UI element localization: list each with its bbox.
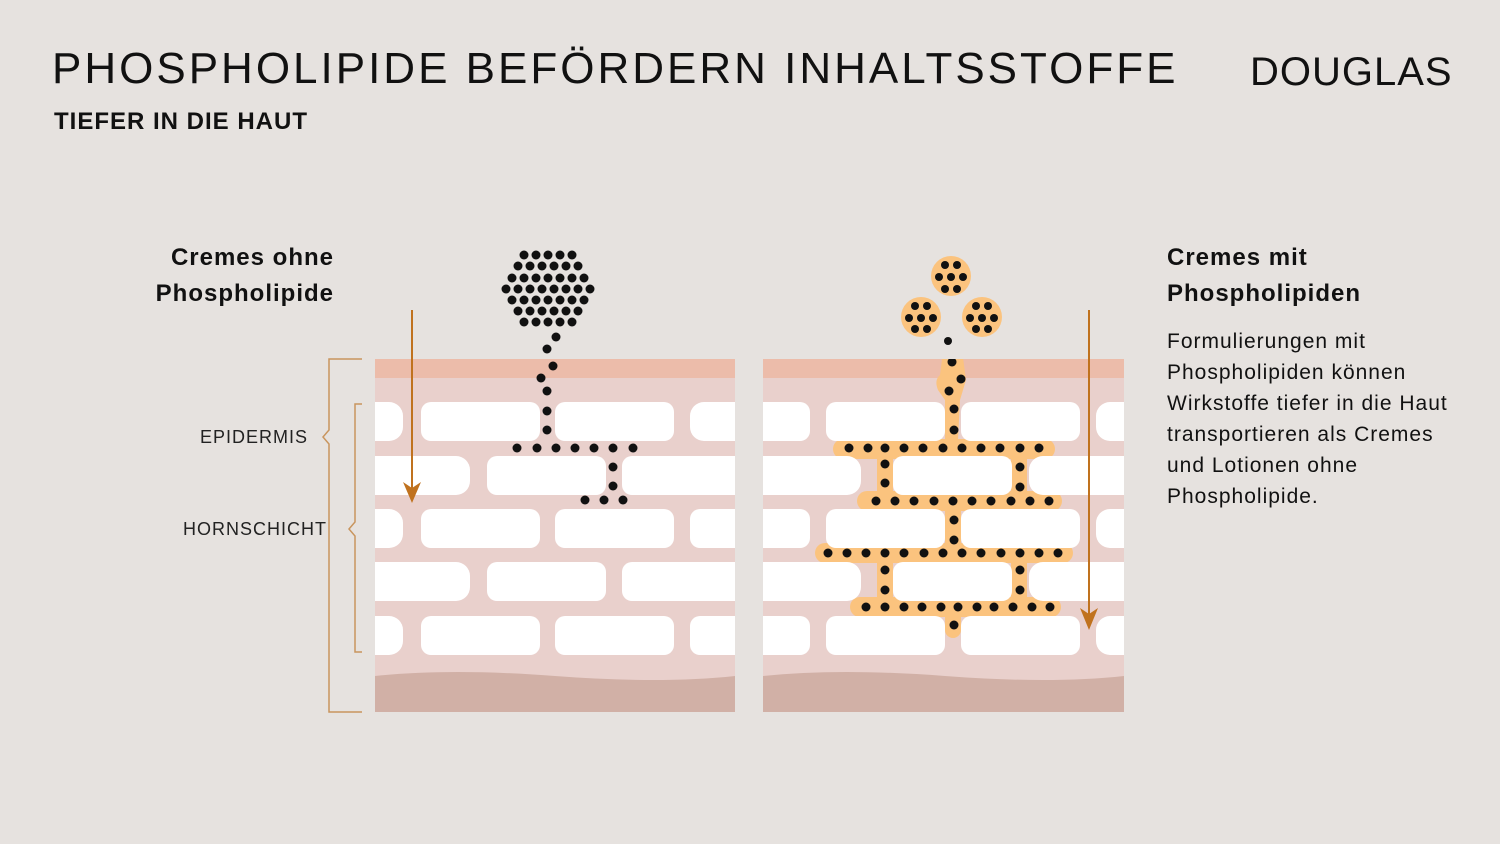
liposome-top xyxy=(931,256,971,296)
penetration-arrow-left xyxy=(403,310,421,503)
liposome-left xyxy=(901,297,941,337)
liposome-right xyxy=(962,297,1002,337)
left-heading-line2: Phospholipide xyxy=(155,280,334,307)
douglas-logo: DOUGLAS xyxy=(1250,50,1453,94)
right-heading: Cremes mit Phospholipiden xyxy=(1167,240,1361,312)
page-subtitle: TIEFER IN DIE HAUT xyxy=(54,108,309,135)
epidermis-label: EPIDERMIS xyxy=(200,427,309,447)
hornschicht-label: HORNSCHICHT xyxy=(183,519,327,539)
right-description: Formulierungen mit Phospholipiden können… xyxy=(1167,330,1448,508)
skin-cross-section-right xyxy=(763,359,1124,712)
page-title: PHOSPHOLIPIDE BEFÖRDERN INHALTSSTOFFE xyxy=(52,44,1179,93)
skin-cross-section-left xyxy=(375,359,735,712)
active-ingredient-cluster xyxy=(501,250,638,505)
penetration-arrow-right xyxy=(1080,310,1098,630)
left-heading-line1: Cremes ohne xyxy=(170,244,334,271)
left-heading: Cremes ohne Phospholipide xyxy=(156,240,334,312)
liposome-particles xyxy=(901,256,1002,345)
pathway-particles xyxy=(823,359,1063,630)
right-heading-line1: Cremes mit xyxy=(1167,244,1308,271)
right-heading-line2: Phospholipiden xyxy=(1167,280,1361,307)
epidermis-bracket xyxy=(322,358,362,713)
hornschicht-bracket xyxy=(348,403,362,653)
